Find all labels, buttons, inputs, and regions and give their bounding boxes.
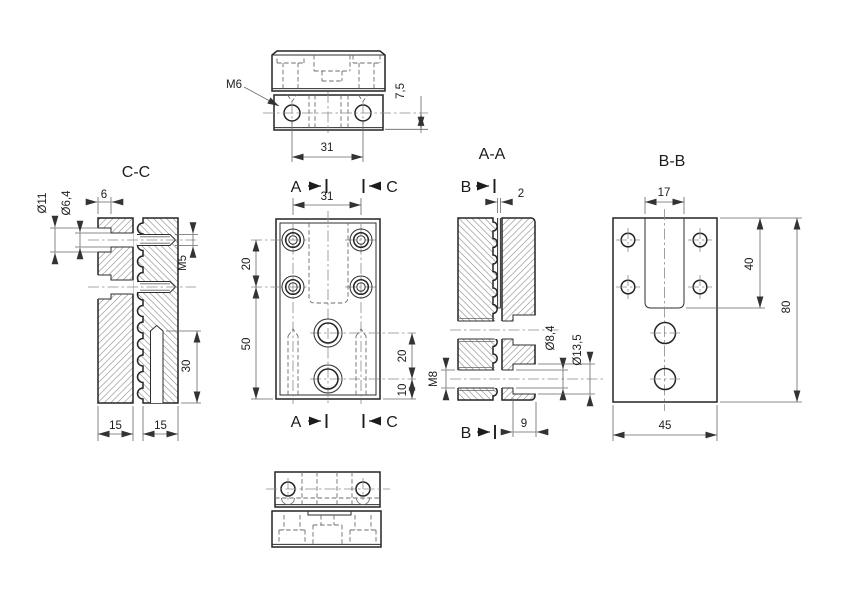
dim-31-front: 31: [321, 191, 334, 203]
dim-15-right: 15: [154, 420, 167, 432]
dim-m8: M8: [428, 371, 440, 387]
bb-body: [612, 217, 718, 403]
dim-10: 10: [397, 384, 409, 397]
cut-marker-b-top: B: [461, 179, 472, 196]
top-lower-body: [273, 94, 384, 131]
thread-callout-m6: M6: [226, 79, 242, 91]
view-bottom: [266, 471, 390, 548]
cut-marker-c-top: C: [386, 179, 398, 196]
dim-20-rows: 20: [241, 258, 253, 271]
bb-small-holes: [616, 228, 712, 299]
section-aa-title: A-A: [479, 146, 506, 163]
view-front: 31 20 50 20 10 A C A C: [241, 179, 416, 431]
dim-50: 50: [241, 338, 253, 351]
dim-20-holes: 20: [397, 350, 409, 363]
dim-80: 80: [781, 301, 793, 314]
cut-marker-a-top: A: [291, 179, 302, 196]
bottom-upper-body: [274, 471, 381, 508]
section-aa: A-A B 2 M8: [428, 146, 604, 442]
front-clamp-holes: [313, 318, 343, 394]
cut-marker-c-bottom: C: [386, 414, 398, 431]
dim-2: 2: [518, 188, 524, 200]
dim-30: 30: [181, 360, 193, 373]
dim-dia-11: Ø11: [37, 193, 49, 214]
aa-right-plate: [501, 217, 536, 401]
cut-marker-a-bottom: A: [291, 414, 302, 431]
section-cc-title: C-C: [122, 164, 150, 181]
dim-17: 17: [658, 187, 671, 199]
aa-tongue: [497, 218, 501, 309]
dim-dia-13-5: Ø13,5: [572, 334, 584, 365]
dim-6: 6: [101, 189, 107, 201]
bb-center-holes: [650, 321, 680, 391]
cc-right-plate: [136, 217, 179, 404]
section-bb-title: B-B: [659, 153, 686, 170]
dim-9: 9: [521, 418, 527, 430]
dim-dia-6-4: Ø6,4: [61, 190, 73, 216]
dim-m5: M5: [177, 255, 189, 271]
section-cc: C-C Ø11 Ø6,4 6: [37, 164, 201, 441]
dim-40: 40: [744, 258, 756, 271]
front-cbore-holes: [281, 228, 373, 299]
dim-15-left: 15: [109, 420, 122, 432]
section-bb: B-B 17 40 80 45: [612, 153, 802, 441]
dim-7-5: 7,5: [395, 83, 407, 99]
cut-marker-b-bottom: B: [461, 425, 472, 442]
dim-45: 45: [659, 420, 672, 432]
dim-31-top: 31: [321, 142, 334, 154]
dim-dia-8-4: Ø8,4: [545, 325, 557, 351]
view-top: M6 7,5 31: [226, 50, 428, 162]
bottom-lower-body: [271, 510, 382, 548]
